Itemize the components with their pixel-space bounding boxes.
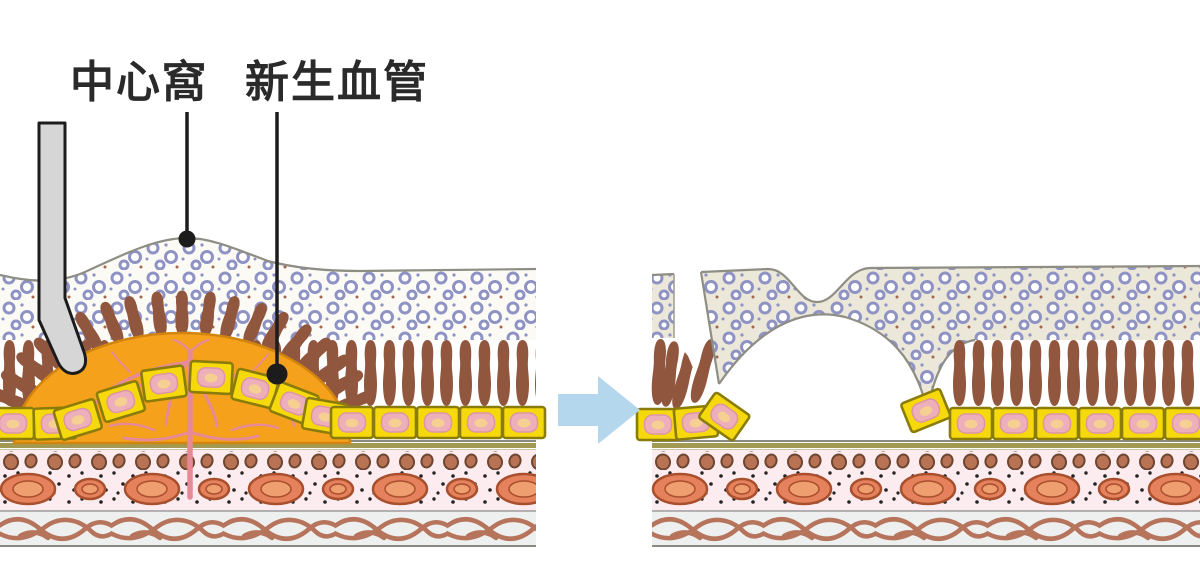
transition-arrow-icon <box>558 376 640 444</box>
choroid-sclera-layers-left <box>0 439 536 548</box>
neovascular-marker-dot <box>266 363 288 385</box>
fovea-annotation: 中心窩 <box>70 57 208 248</box>
photoreceptor-layer-right <box>952 340 1200 408</box>
neovascular-annotation: 新生血管 <box>245 58 429 385</box>
neovascular-label: 新生血管 <box>245 58 429 107</box>
fovea-label: 中心窩 <box>70 57 208 107</box>
retinal-flap <box>651 264 1200 406</box>
retina-strip-left-of-cut <box>650 274 699 411</box>
surgical-probe-icon <box>37 121 88 375</box>
right-panel-after-removal <box>635 264 1200 548</box>
choroid-sclera-layers-right <box>650 439 1200 548</box>
fovea-marker-dot <box>178 230 196 248</box>
